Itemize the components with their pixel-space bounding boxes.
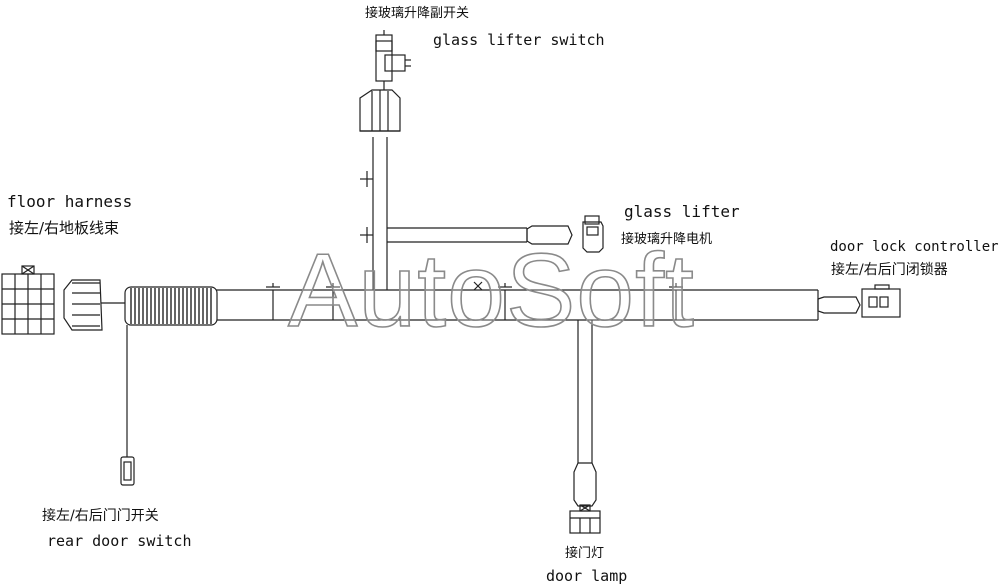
door-lamp-branch (577, 320, 593, 463)
clip-marker (360, 171, 373, 243)
door-lock-controller-label-cn: 接左/右后门闭锁器 (831, 262, 948, 278)
door-lock-controller-label-en: door lock controller (830, 239, 999, 255)
trunk-clip-markers (266, 281, 683, 320)
corrugated-sleeve (124, 286, 218, 326)
rear-door-switch-label-en: rear door switch (47, 532, 192, 550)
floor-harness-boot (63, 279, 103, 331)
floor-harness-connector (1, 265, 55, 335)
glass-lifter-connector (582, 215, 604, 253)
glass-lifter-label-cn: 接玻璃升降电机 (621, 232, 713, 247)
glass-lifter-label-en: glass lifter (624, 202, 740, 221)
upper-vertical-branch (372, 137, 388, 290)
door-lamp-label-en: door lamp (546, 567, 628, 585)
glass-lifter-boot (526, 225, 573, 245)
door-lamp-label-cn: 接门灯 (565, 546, 605, 561)
floor-harness-label-en: floor harness (7, 192, 133, 211)
watermark: AutoSoft (287, 233, 695, 349)
floor-harness-label-cn: 接左/右地板线束 (9, 219, 120, 237)
glass-lifter-switch-connector (375, 30, 411, 90)
door-lamp-connector (569, 504, 601, 534)
switch-boot (359, 89, 401, 132)
rear-door-switch-label-cn: 接左/右后门门开关 (42, 508, 159, 524)
rear-door-switch-connector (120, 456, 135, 486)
glass-lifter-switch-label-cn: 接玻璃升降副开关 (365, 6, 470, 21)
door-lock-controller-connector (861, 284, 901, 318)
door-lamp-boot (573, 462, 597, 507)
glass-lifter-switch-label-en: glass lifter switch (433, 31, 605, 49)
door-lock-boot (817, 296, 861, 314)
